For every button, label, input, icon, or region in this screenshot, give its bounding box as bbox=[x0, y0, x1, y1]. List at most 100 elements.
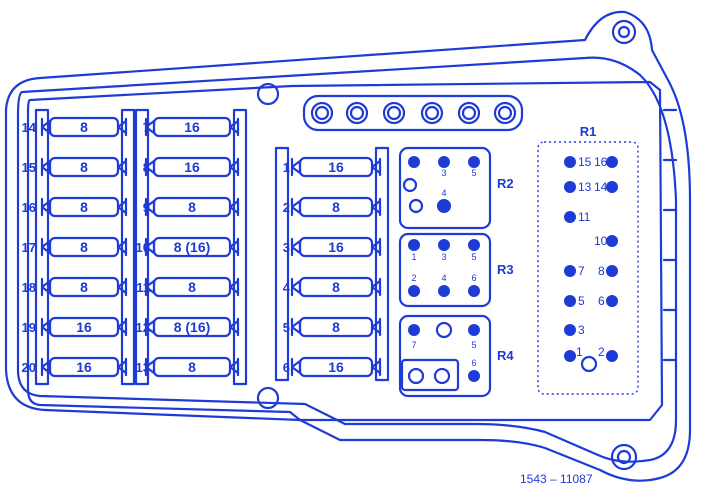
fuse-right-clip bbox=[228, 197, 240, 217]
relay-r2: 3 5 4 R2 bbox=[398, 146, 514, 230]
fuse-rating: 8 (16) bbox=[174, 319, 211, 335]
fuse-rating: 8 bbox=[80, 199, 88, 215]
relay-r1-pin-8: 8 bbox=[598, 264, 605, 278]
fuse-right-clip bbox=[228, 317, 240, 337]
fuse-left-clip bbox=[290, 317, 302, 337]
fuse-right-clip bbox=[116, 117, 128, 137]
fuse-number: 4 bbox=[283, 280, 291, 295]
fuse-right-clip bbox=[228, 117, 240, 137]
relay-r2-label: R2 bbox=[497, 176, 514, 191]
fuse-rating: 16 bbox=[184, 119, 200, 135]
fuse-right-clip bbox=[370, 317, 382, 337]
fuse-left-clip bbox=[290, 197, 302, 217]
fuse-number: 2 bbox=[283, 200, 290, 215]
relay-r2-pin-5: 5 bbox=[471, 168, 476, 178]
part-code: 1543 – 11087 bbox=[520, 472, 593, 486]
relay-r1-label: R1 bbox=[580, 124, 597, 139]
fuse-number: 6 bbox=[283, 360, 290, 375]
fuse-left-clip bbox=[290, 237, 302, 257]
relay-r3-pin-4: 4 bbox=[441, 273, 446, 283]
fuse-right-clip bbox=[370, 197, 382, 217]
fuse-right-clip bbox=[116, 157, 128, 177]
fuse-rails bbox=[34, 108, 390, 386]
fuse-rating: 8 bbox=[332, 199, 340, 215]
relay-r4-pin-6: 6 bbox=[471, 358, 476, 368]
fuse-number: 1 bbox=[283, 160, 290, 175]
fuse-left-clip bbox=[290, 357, 302, 377]
housing-outline bbox=[4, 10, 692, 482]
relay-r3-pin-6: 6 bbox=[471, 273, 476, 283]
fuse-right-clip bbox=[228, 357, 240, 377]
fuse-number: 14 bbox=[22, 120, 37, 135]
relay-r4-pin-7: 7 bbox=[411, 340, 416, 350]
fuse: 6 16 bbox=[283, 356, 382, 378]
fuse-rating: 8 bbox=[332, 319, 340, 335]
fuse-number: 17 bbox=[22, 240, 36, 255]
fuse-number: 19 bbox=[22, 320, 36, 335]
fuse-rating: 16 bbox=[328, 159, 344, 175]
relay-r2-pin-4: 4 bbox=[441, 188, 446, 198]
fuse-right-clip bbox=[228, 157, 240, 177]
relay-r3-label: R3 bbox=[497, 262, 514, 277]
relay-r4: 5 7 6 R4 bbox=[398, 314, 514, 398]
relay-r1-pin-1: 1 bbox=[576, 345, 583, 359]
relay-r1-pin-15: 15 bbox=[578, 155, 592, 169]
fuse-right-clip bbox=[370, 357, 382, 377]
relay-r1-pin-11: 11 bbox=[578, 210, 591, 224]
fuse-right-clip bbox=[228, 277, 240, 297]
fuse-rating: 16 bbox=[328, 359, 344, 375]
fuse-right-clip bbox=[370, 277, 382, 297]
fuse-right-clip bbox=[116, 277, 128, 297]
fuse-rating: 8 (16) bbox=[174, 239, 211, 255]
relay-r4-pin-5: 5 bbox=[471, 340, 476, 350]
relay-r1-pin-14: 14 bbox=[594, 180, 608, 194]
fuse-rating: 16 bbox=[184, 159, 200, 175]
fuse-left-clip bbox=[290, 277, 302, 297]
fuse-number: 5 bbox=[283, 320, 290, 335]
relay-r1-pin-10: 10 bbox=[594, 234, 608, 248]
relay-r1-pin-16: 16 bbox=[594, 155, 608, 169]
fuse-right-clip bbox=[116, 197, 128, 217]
relay-r1-pin-7: 7 bbox=[578, 264, 585, 278]
fuse-number: 18 bbox=[22, 280, 36, 295]
fuse: 1 16 bbox=[283, 156, 382, 178]
fuse-number: 20 bbox=[22, 360, 36, 375]
fuse-rating: 16 bbox=[328, 239, 344, 255]
fuse-rating: 16 bbox=[76, 359, 92, 375]
relay-r3: 1 3 5 2 4 6 R3 bbox=[398, 232, 514, 308]
relay-r3-pin-3: 3 bbox=[441, 252, 446, 262]
fuse-rating: 8 bbox=[188, 199, 196, 215]
fuse-rating: 8 bbox=[80, 159, 88, 175]
fuse-right-clip bbox=[228, 237, 240, 257]
fuse-right-clip bbox=[116, 237, 128, 257]
relay-r1-pin-2: 2 bbox=[598, 345, 605, 359]
fuse-left-clip bbox=[290, 157, 302, 177]
fuse-right-clip bbox=[116, 317, 128, 337]
relay-r1-pin-3: 3 bbox=[578, 323, 585, 337]
fuse-right-clip bbox=[116, 357, 128, 377]
fuse-rating: 8 bbox=[332, 279, 340, 295]
relay-r1-pin-5: 5 bbox=[578, 294, 585, 308]
fuse-rating: 16 bbox=[76, 319, 92, 335]
relay-r4-label: R4 bbox=[497, 348, 514, 363]
